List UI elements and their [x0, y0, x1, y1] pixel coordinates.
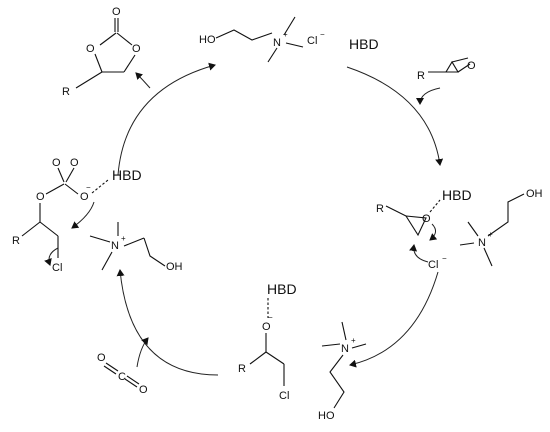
choline-cation-bottom: N + HO	[318, 321, 367, 422]
left-oh-label: OH	[166, 261, 183, 273]
product-r-label: R	[62, 86, 70, 98]
left-n-label: N	[111, 240, 119, 252]
ho-label: HO	[199, 34, 216, 46]
int-o-minus-sign: −	[86, 183, 91, 192]
right-chloride-minus: −	[442, 254, 447, 263]
carbonate-exit-arrow	[135, 72, 151, 89]
chloride-minus: −	[320, 30, 325, 39]
ring-closure-arrow	[71, 201, 95, 229]
cyclic-carbonate-product: O O O R	[62, 6, 141, 98]
hbd-label-top: HBD	[349, 36, 379, 52]
co2-o2: O	[139, 384, 148, 396]
right-n-label: N	[478, 237, 486, 249]
n-label: N	[273, 37, 281, 49]
cl-leaving-arrow	[44, 247, 59, 266]
cycle-arrow-left-top	[117, 62, 216, 176]
choline-cation-left: N + OH	[89, 222, 183, 273]
activated-epoxide: R O HBD Cl −	[376, 187, 472, 271]
hbd-label-bottom: HBD	[267, 281, 297, 297]
act-r-label: R	[376, 203, 384, 215]
ring-open-arrow	[429, 223, 438, 241]
bottom-n-label: N	[341, 343, 349, 355]
right-oh-label: OH	[526, 188, 543, 200]
int-o-top-left: O	[52, 157, 61, 169]
hbd-label-right: HBD	[442, 187, 472, 203]
ring-o-left-label: O	[86, 43, 95, 55]
alkoxide-cl: Cl	[279, 390, 289, 402]
co2-entry-arrow	[136, 337, 149, 368]
left-n-plus: +	[121, 234, 126, 243]
choline-chloride-top: HO N + Cl − HBD	[199, 16, 379, 63]
cycle-arrow-left-bottom	[116, 269, 219, 376]
act-o-label: O	[422, 213, 431, 225]
cl-attack-arrow	[409, 244, 429, 263]
cycle-arrow-right-top	[346, 66, 444, 166]
co2-molecule: O C O	[97, 352, 148, 396]
chloride-label: Cl	[307, 35, 317, 47]
carbonate-intermediate: O O O − O HBD R Cl	[12, 157, 142, 274]
ring-o-right-label: O	[132, 43, 141, 55]
n-plus-sign: +	[283, 30, 288, 39]
right-chloride: Cl	[428, 259, 438, 271]
cycle-arrow-right-bottom	[349, 271, 439, 368]
int-o-top-right: O	[70, 157, 79, 169]
alkoxide-r: R	[238, 363, 246, 375]
hbd-label-left: HBD	[112, 167, 142, 183]
carbonyl-o-label: O	[112, 6, 121, 18]
bottom-ho-label: HO	[318, 410, 335, 422]
alkoxide-o: O	[262, 321, 271, 333]
epoxide-entry-arrow	[416, 87, 441, 105]
epoxide-reagent: R O	[417, 57, 476, 82]
co2-c: C	[118, 371, 126, 383]
alkoxide-minus: −	[268, 313, 273, 322]
alkoxide-intermediate: HBD O − R Cl	[238, 281, 297, 402]
int-o-minus: O	[80, 191, 89, 203]
cycle-arrows	[116, 62, 444, 376]
epoxide-o-label: O	[467, 60, 476, 72]
int-r-label: R	[12, 235, 20, 247]
co2-o1: O	[97, 352, 106, 364]
int-cl-label: Cl	[52, 262, 62, 274]
bottom-n-plus: +	[351, 336, 356, 345]
r-label: R	[417, 70, 425, 82]
int-o-ester: O	[36, 191, 45, 203]
choline-cation-right: N + OH	[459, 188, 543, 267]
